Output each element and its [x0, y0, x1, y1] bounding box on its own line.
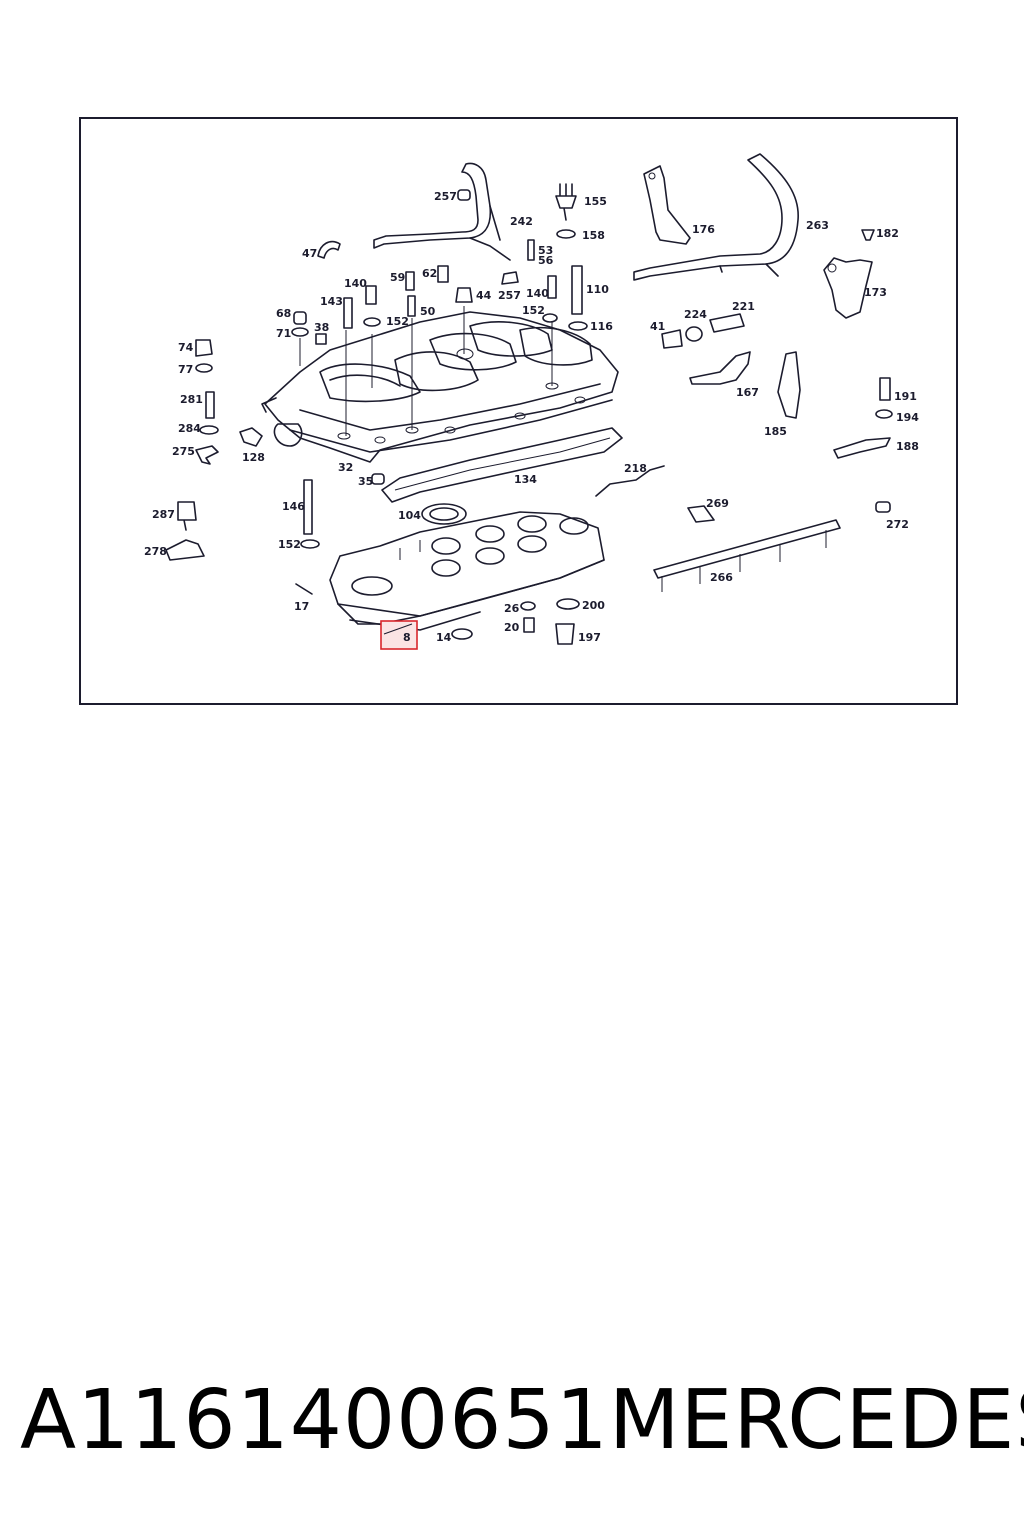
bracket-278 — [165, 539, 205, 561]
callout-label: 257 — [498, 289, 521, 302]
callout-label: 77 — [178, 363, 193, 376]
callout-label: 200 — [582, 599, 605, 612]
callout-label: 146 — [282, 500, 305, 513]
callout-label: 287 — [152, 508, 175, 521]
callout-label: 140 — [526, 287, 549, 300]
callout-label: 71 — [276, 327, 291, 340]
callout-label: 224 — [684, 308, 707, 321]
lower-intake-manifold — [329, 511, 605, 631]
upper-intake-manifold — [261, 311, 619, 463]
callout-label: 257 — [434, 190, 457, 203]
part-number: A1161400651 — [20, 1372, 609, 1468]
bracket-173 — [823, 257, 873, 319]
callout-label: 47 — [302, 247, 317, 260]
callout-label: 26 — [504, 602, 520, 615]
exploded-parts-diagram: 257 242 155 158 176 263 182 47 53 56 59 … — [79, 117, 958, 705]
callout-label: 62 — [422, 267, 437, 280]
bracket-185 — [777, 351, 801, 419]
callout-label: 140 — [344, 277, 367, 290]
callout-label: 275 — [172, 445, 195, 458]
callout-label: 41 — [650, 320, 665, 333]
clip-275 — [195, 445, 219, 465]
bracket-167 — [689, 351, 751, 385]
callout-label: 32 — [338, 461, 353, 474]
callout-label: 14 — [436, 631, 452, 644]
callout-label: 173 — [864, 286, 887, 299]
brand-name: MERCEDES — [608, 1372, 1024, 1468]
callout-label: 17 — [294, 600, 309, 613]
manifold-gasket — [381, 427, 623, 503]
callout-label: 44 — [476, 289, 492, 302]
callout-label: 128 — [242, 451, 265, 464]
coolant-pipe-263 — [633, 153, 799, 281]
callout-label: 20 — [504, 621, 520, 634]
callout-label: 272 — [886, 518, 909, 531]
callout-label: 182 — [876, 227, 899, 240]
callout-label: 269 — [706, 497, 729, 510]
callout-label: 152 — [386, 315, 409, 328]
bracket-176 — [643, 165, 691, 245]
callout-label: 50 — [420, 305, 436, 318]
callout-label: 68 — [276, 307, 291, 320]
breather-hose-242 — [373, 162, 492, 249]
callout-label: 176 — [692, 223, 715, 236]
callout-label: 56 — [538, 254, 554, 267]
callout-label: 110 — [586, 283, 609, 296]
callout-label: 59 — [390, 271, 405, 284]
callout-label: 152 — [522, 304, 545, 317]
callout-label: 284 — [178, 422, 201, 435]
callout-label: 143 — [320, 295, 343, 308]
callout-label: 155 — [584, 195, 607, 208]
callout-label: 38 — [314, 321, 329, 334]
callout-label: 104 — [398, 509, 421, 522]
callout-label: 152 — [278, 538, 301, 551]
callout-label-highlighted: 8 — [403, 631, 411, 644]
fuel-rail-266 — [653, 519, 841, 579]
callout-label: 35 — [358, 475, 373, 488]
callout-label: 218 — [624, 462, 647, 475]
callout-label: 197 — [578, 631, 601, 644]
callout-label: 188 — [896, 440, 919, 453]
diagram-drawing: 257 242 155 158 176 263 182 47 53 56 59 … — [144, 153, 919, 650]
callout-label: 266 — [710, 571, 733, 584]
callout-label: 278 — [144, 545, 167, 558]
callout-label: 158 — [582, 229, 605, 242]
callout-label: 191 — [894, 390, 917, 403]
callout-label: 116 — [590, 320, 613, 333]
highlight-box-part-8 — [380, 620, 418, 650]
callout-label: 167 — [736, 386, 759, 399]
callout-label: 53 — [538, 244, 553, 257]
hose-47 — [317, 240, 341, 259]
callout-labels: 257 242 155 158 176 263 182 47 53 56 59 … — [144, 190, 919, 644]
line-218 — [595, 465, 665, 497]
callout-label: 263 — [806, 219, 829, 232]
callout-label: 281 — [180, 393, 203, 406]
callout-label: 185 — [764, 425, 787, 438]
callout-label: 194 — [896, 411, 919, 424]
callout-label: 242 — [510, 215, 533, 228]
bracket-188 — [833, 437, 891, 459]
callout-label: 221 — [732, 300, 755, 313]
callout-label: 134 — [514, 473, 537, 486]
caption-bar: A1161400651 MERCEDES — [20, 1370, 1024, 1470]
callout-label: 74 — [178, 341, 194, 354]
